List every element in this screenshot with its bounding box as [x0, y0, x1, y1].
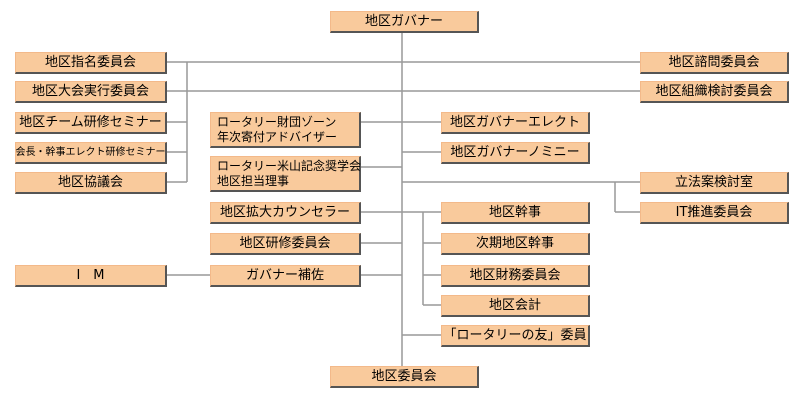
next-secretary-box: 次期地区幹事 [441, 233, 590, 255]
finance-committee-label: 地区財務委員会 [469, 268, 561, 283]
governor-box: 地区ガバナー [330, 11, 479, 33]
governor-assistant-box: ガバナー補佐 [210, 265, 361, 287]
conference-committee-box: 地区大会実行委員会 [15, 81, 167, 103]
organization-committee-label: 地区組織検討委員会 [655, 84, 773, 99]
conference-committee-label: 地区大会実行委員会 [31, 84, 149, 99]
district-treasurer-label: 地区会計 [488, 298, 541, 313]
extension-counselor-label: 地区拡大カウンセラー [219, 205, 350, 220]
im-label: I M [76, 268, 105, 283]
yoneyama-director-line1: ロータリー米山記念奨学会 [217, 158, 362, 173]
finance-committee-box: 地区財務委員会 [441, 265, 590, 287]
next-secretary-label: 次期地区幹事 [475, 236, 554, 251]
legislation-office-box: 立法案検討室 [640, 172, 789, 194]
legislation-office-label: 立法案検討室 [674, 175, 753, 190]
governor-nominee-label: 地区ガバナーノミニー [450, 145, 580, 160]
nomination-committee-label: 地区指名委員会 [44, 55, 136, 70]
district-secretary-label: 地区幹事 [488, 205, 541, 220]
foundation-advisor-line1: ロータリー財団ゾーン [217, 114, 337, 129]
rotary-friend-box: 「ロータリーの友」委員 [441, 325, 590, 347]
governor-nominee-box: 地区ガバナーノミニー [441, 142, 590, 164]
district-committee-box: 地区委員会 [330, 366, 479, 388]
yoneyama-director-box: ロータリー米山記念奨学会 地区担当理事 [210, 156, 361, 192]
advisory-committee-label: 地区諮問委員会 [668, 55, 760, 70]
team-seminar-label: 地区チーム研修セミナー [19, 115, 162, 130]
governor-elect-box: 地区ガバナーエレクト [441, 112, 590, 134]
advisory-committee-box: 地区諮問委員会 [640, 52, 789, 74]
foundation-advisor-line2: 年次寄付アドバイザー [217, 129, 338, 144]
nomination-committee-box: 地区指名委員会 [15, 52, 167, 74]
president-seminar-label: 会長・幹事エレクト研修セミナー [15, 147, 166, 158]
organization-committee-box: 地区組織検討委員会 [640, 81, 789, 103]
team-seminar-box: 地区チーム研修セミナー [15, 112, 167, 134]
it-committee-box: IT推進委員会 [640, 202, 789, 224]
im-box: I M [15, 265, 167, 287]
president-seminar-box: 会長・幹事エレクト研修セミナー [15, 142, 167, 164]
it-committee-label: IT推進委員会 [675, 205, 753, 220]
governor-assistant-label: ガバナー補佐 [245, 268, 324, 283]
council-label: 地区協議会 [57, 175, 123, 190]
district-treasurer-box: 地区会計 [441, 295, 590, 317]
foundation-advisor-box: ロータリー財団ゾーン 年次寄付アドバイザー [210, 112, 361, 148]
yoneyama-director-line2: 地区担当理事 [217, 173, 290, 188]
training-committee-box: 地区研修委員会 [210, 233, 361, 255]
rotary-friend-label: 「ロータリーの友」委員 [443, 328, 587, 343]
training-committee-label: 地区研修委員会 [239, 236, 331, 251]
district-committee-label: 地区委員会 [371, 369, 437, 384]
governor-elect-label: 地区ガバナーエレクト [449, 115, 580, 130]
extension-counselor-box: 地区拡大カウンセラー [210, 202, 361, 224]
council-box: 地区協議会 [15, 172, 167, 194]
district-secretary-box: 地区幹事 [441, 202, 590, 224]
governor-label: 地区ガバナー [364, 14, 443, 29]
